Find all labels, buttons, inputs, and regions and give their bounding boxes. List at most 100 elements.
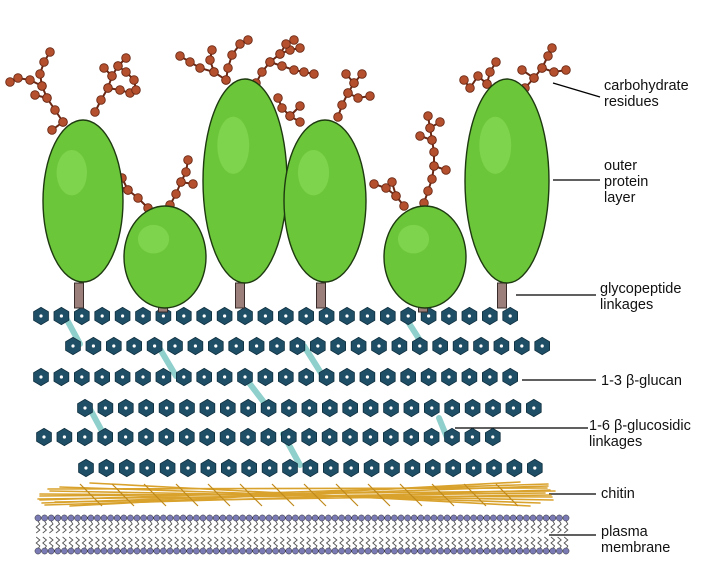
glucose-unit — [342, 398, 359, 418]
lipid-tail — [510, 536, 516, 550]
glucose-unit — [318, 367, 335, 387]
lipid-tail — [431, 520, 437, 534]
glucose-unit — [526, 398, 542, 418]
lipid-tail — [207, 536, 213, 550]
lipid-head — [47, 547, 55, 555]
lipid-tail — [537, 520, 543, 534]
lipid-tail — [48, 536, 54, 550]
lipid-tail — [233, 536, 239, 550]
lipid-head — [529, 514, 537, 522]
carbohydrate-chain — [482, 57, 501, 89]
lipid-head — [47, 514, 55, 522]
lipid-head — [160, 547, 167, 555]
lipid-head — [199, 547, 207, 555]
lipid-head — [252, 547, 260, 555]
lipid-head — [87, 547, 95, 555]
lipid-head — [516, 514, 524, 522]
glucose-unit — [196, 367, 213, 387]
glucosidic-linkage-rod — [301, 343, 324, 376]
lipid-tail — [42, 536, 48, 550]
lipid-head — [463, 514, 471, 522]
glucose-unit — [441, 367, 457, 387]
lipid-tail — [391, 520, 397, 534]
glucose-unit — [420, 367, 437, 387]
glucose-unit — [159, 458, 176, 478]
lipid-tail — [424, 536, 430, 550]
lipid-head — [100, 514, 108, 522]
lipid-tail — [464, 536, 470, 550]
glucose-unit — [180, 458, 196, 478]
lipid-head — [127, 547, 134, 555]
glucose-unit — [514, 336, 530, 356]
lipid-tail — [444, 520, 450, 534]
lipid-head — [298, 547, 306, 555]
lipid-tail — [240, 520, 246, 534]
glucose-unit — [506, 458, 523, 478]
lipid-tail — [35, 536, 41, 550]
lipid-tail — [167, 520, 173, 534]
lipid-tail — [94, 520, 100, 534]
chitin-fiber — [89, 482, 531, 507]
glucose-unit — [257, 367, 274, 387]
glucose-unit — [280, 427, 297, 447]
lipid-head — [371, 547, 378, 555]
glucose-unit — [94, 367, 110, 387]
lipid-tail — [339, 520, 345, 534]
glucose-unit — [371, 336, 387, 356]
lipid-tail — [94, 536, 100, 550]
lipid-head — [490, 514, 497, 522]
lipid-tail — [160, 536, 166, 550]
label-carbohydrate-residues: carbohydrate residues — [604, 78, 689, 110]
lipid-head — [483, 547, 491, 555]
lipid-tail — [451, 536, 457, 550]
lipid-tail — [438, 520, 444, 534]
lipid-tail — [424, 520, 430, 534]
glucose-unit — [237, 367, 253, 387]
lipid-head — [193, 547, 200, 555]
glucose-unit — [269, 336, 285, 356]
carbohydrate-chain — [47, 117, 68, 135]
outer-protein — [464, 78, 550, 284]
glucose-unit — [277, 367, 294, 387]
lipid-tail — [477, 520, 483, 534]
lipid-head — [457, 514, 464, 522]
lipid-head — [292, 547, 299, 555]
glucose-unit — [411, 336, 428, 356]
glucose-unit — [423, 398, 440, 418]
lipid-tail — [134, 536, 140, 550]
lipid-head — [285, 547, 293, 555]
lipid-tail — [121, 536, 127, 550]
lipid-head — [232, 547, 240, 555]
lipid-tail — [114, 520, 120, 534]
lipid-head — [272, 547, 279, 555]
glucose-unit — [219, 398, 236, 418]
lipid-head — [391, 514, 398, 522]
lipid-head — [509, 547, 517, 555]
lipid-head — [239, 514, 246, 522]
lipid-head — [206, 514, 213, 522]
lipid-tail — [391, 536, 397, 550]
lipid-head — [311, 514, 319, 522]
carbohydrate-chain — [415, 131, 437, 145]
carbohydrate-chain — [517, 65, 539, 83]
outer-protein — [202, 78, 288, 284]
lipid-tail — [55, 536, 61, 550]
lipid-tail — [108, 536, 114, 550]
lipid-head — [34, 547, 42, 555]
glucose-unit — [464, 427, 481, 447]
lipid-head — [351, 514, 359, 522]
lipid-tail — [193, 536, 199, 550]
lipid-head — [542, 514, 550, 522]
lipid-tail — [187, 520, 193, 534]
lipid-tail — [42, 520, 48, 534]
lipid-head — [120, 514, 128, 522]
glucose-unit — [199, 427, 216, 447]
glucose-unit — [216, 367, 233, 387]
lipid-tail — [312, 520, 318, 534]
lipid-tail — [213, 520, 219, 534]
glucose-unit — [237, 306, 253, 326]
glucose-unit — [404, 458, 421, 478]
glucose-unit — [167, 336, 183, 356]
lipid-head — [160, 514, 167, 522]
lipid-head — [384, 547, 392, 555]
